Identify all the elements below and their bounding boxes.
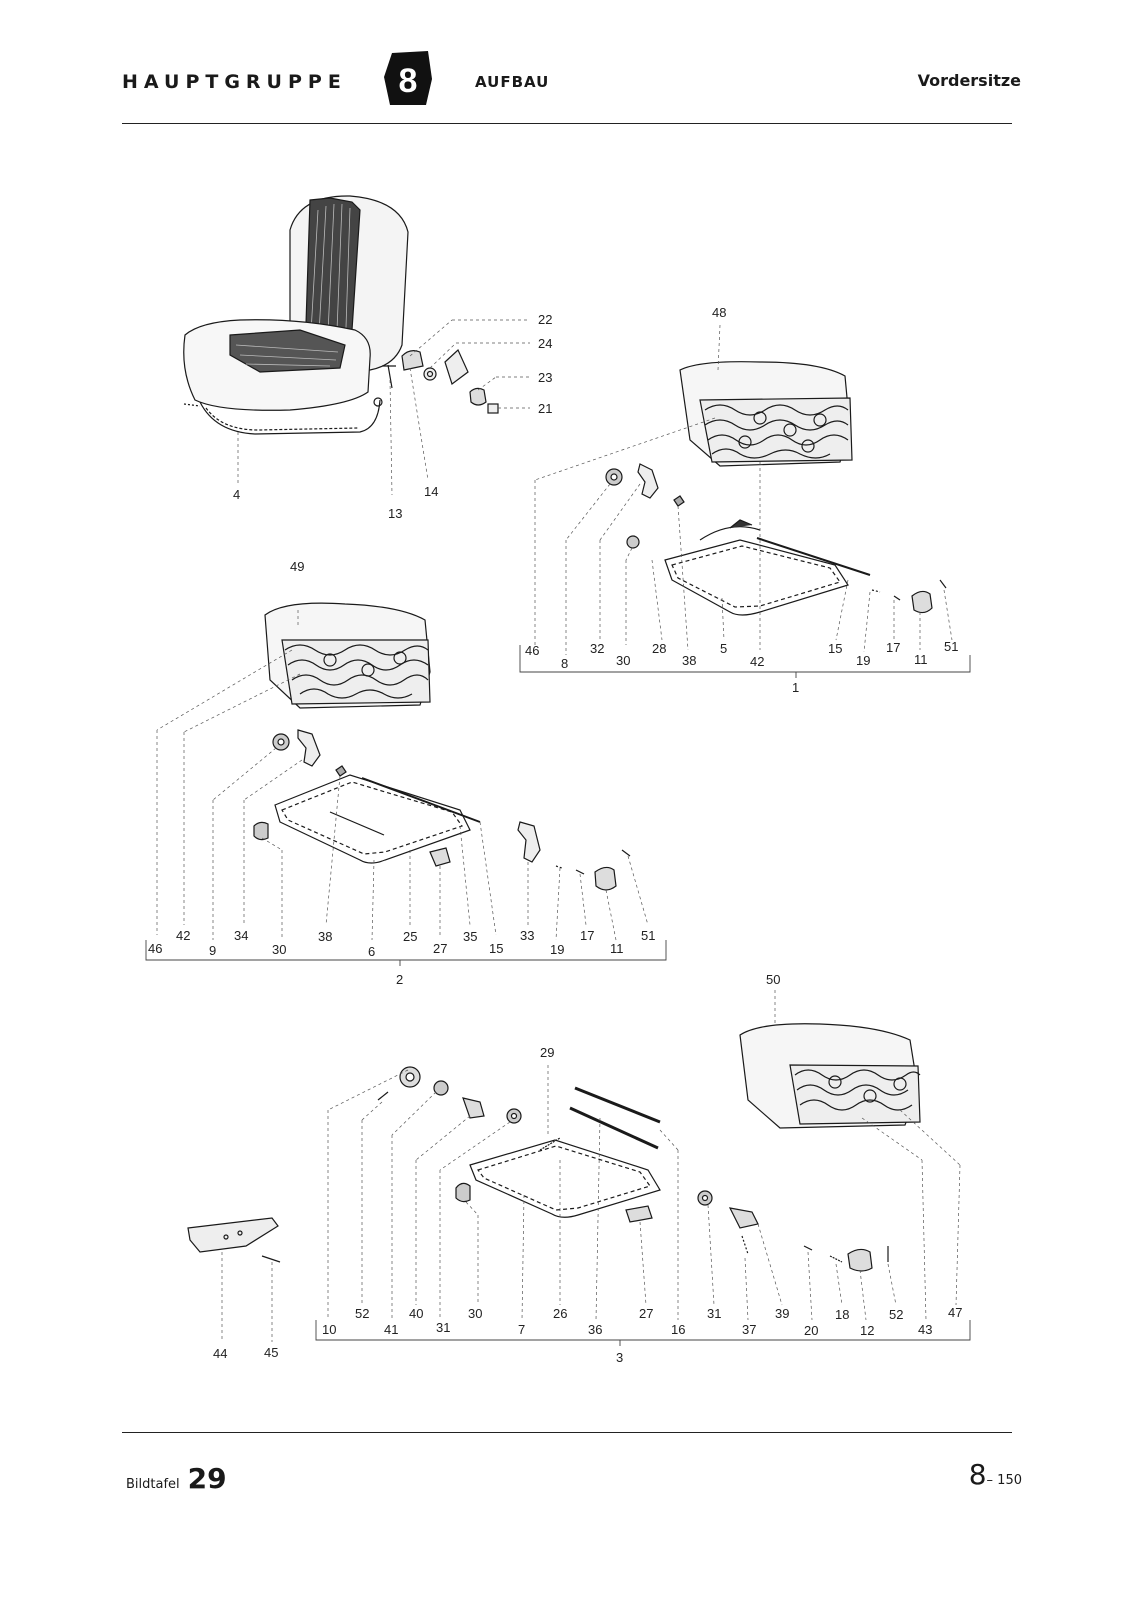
- page-number: 8– 150: [969, 1458, 1022, 1491]
- callout-51: 51: [944, 639, 958, 654]
- callout-23: 23: [538, 370, 552, 385]
- callout-15: 15: [828, 641, 842, 656]
- assembly-3-parts: [377, 1066, 889, 1272]
- header-group: HAUPTGRUPPE: [122, 71, 347, 93]
- callout-2: 2: [396, 972, 403, 987]
- callout-8: 8: [561, 656, 568, 671]
- callout-20: 20: [804, 1323, 818, 1338]
- callout-43: 43: [918, 1322, 932, 1337]
- callout-28: 28: [652, 641, 666, 656]
- callouts-assembly-1: 48 46 8 32 30 28 38 5 42 15 19 17 11 51 …: [525, 305, 958, 695]
- callout-7: 7: [518, 1322, 525, 1337]
- callout-45: 45: [264, 1345, 278, 1360]
- callout-33: 33: [520, 928, 534, 943]
- callout-21: 21: [538, 401, 552, 416]
- assembly-1-parts: [605, 463, 947, 614]
- callout-39: 39: [775, 1306, 789, 1321]
- seat-cushion-49: [264, 602, 431, 709]
- callout-42: 42: [750, 654, 764, 669]
- callout-49: 49: [290, 559, 304, 574]
- callout-24: 24: [538, 336, 552, 351]
- callout-44: 44: [213, 1346, 227, 1361]
- seat-frame-7: [469, 1086, 661, 1218]
- callout-1: 1: [792, 680, 799, 695]
- callout-16: 16: [671, 1322, 685, 1337]
- callout-25: 25: [403, 929, 417, 944]
- plate-number: 29: [187, 1462, 227, 1495]
- callouts-seat: 22 24 23 21 4 13 14: [233, 312, 552, 521]
- callout-19: 19: [550, 942, 564, 957]
- assembly-2-parts: [253, 729, 631, 891]
- group-number: 8: [399, 62, 418, 100]
- callouts-bracket: 44 45: [213, 1345, 278, 1361]
- callout-26: 26: [553, 1306, 567, 1321]
- callout-31: 31: [436, 1320, 450, 1335]
- group-number-badge: 8: [384, 51, 432, 105]
- seat-cushion-50: [739, 1023, 921, 1129]
- callout-32: 32: [590, 641, 604, 656]
- callout-52b: 52: [889, 1307, 903, 1322]
- callout-40: 40: [409, 1306, 423, 1321]
- callout-19: 19: [856, 653, 870, 668]
- callout-30: 30: [272, 942, 286, 957]
- callout-9: 9: [209, 943, 216, 958]
- callout-10: 10: [322, 1322, 336, 1337]
- callout-17: 17: [886, 640, 900, 655]
- callout-11: 11: [914, 652, 928, 667]
- callout-4: 4: [233, 487, 240, 502]
- plate-label: Bildtafel: [126, 1477, 180, 1492]
- callout-6: 6: [368, 944, 375, 959]
- callout-47: 47: [948, 1305, 962, 1320]
- plate-reference: Bildtafel 29: [126, 1462, 227, 1495]
- callouts-assembly-3: 50 29 10 52 41 40 31 30 7 26 36 27 16 31…: [322, 972, 962, 1365]
- header-section: AUFBAU: [475, 73, 550, 91]
- callout-29: 29: [540, 1045, 554, 1060]
- callout-27: 27: [639, 1306, 653, 1321]
- page-sub: – 150: [986, 1473, 1022, 1488]
- callout-11: 11: [610, 941, 624, 956]
- callout-27: 27: [433, 941, 447, 956]
- header-rule: [122, 123, 1012, 124]
- callout-52: 52: [355, 1306, 369, 1321]
- seat-hardware: [401, 348, 499, 414]
- callout-51: 51: [641, 928, 655, 943]
- callouts-assembly-2: 49 46 42 9 34 30 38 6 25 27 35 15 33 19 …: [148, 559, 655, 987]
- callout-22: 22: [538, 312, 552, 327]
- callout-50: 50: [766, 972, 780, 987]
- callout-41: 41: [384, 1322, 398, 1337]
- callout-18: 18: [835, 1307, 849, 1322]
- callout-15: 15: [489, 941, 503, 956]
- callout-31b: 31: [707, 1306, 721, 1321]
- seat-cushion-48: [679, 361, 853, 467]
- callout-35: 35: [463, 929, 477, 944]
- callout-5: 5: [720, 641, 727, 656]
- seat-frame-5: [664, 519, 871, 616]
- callout-36: 36: [588, 1322, 602, 1337]
- seat-frame-6: [274, 774, 481, 864]
- callout-37: 37: [742, 1322, 756, 1337]
- callout-17: 17: [580, 928, 594, 943]
- callout-46: 46: [148, 941, 162, 956]
- page-title: Vordersitze: [917, 71, 1021, 90]
- callout-30: 30: [616, 653, 630, 668]
- page-main: 8: [968, 1458, 987, 1491]
- footer-rule: [122, 1432, 1012, 1433]
- callout-46: 46: [525, 643, 539, 658]
- front-seat-illustration: [183, 195, 409, 435]
- callout-42: 42: [176, 928, 190, 943]
- callout-13: 13: [388, 506, 402, 521]
- callout-48: 48: [712, 305, 726, 320]
- callout-34: 34: [234, 928, 248, 943]
- callout-38: 38: [682, 653, 696, 668]
- callout-12: 12: [860, 1323, 874, 1338]
- side-bracket-44: [187, 1217, 281, 1263]
- callout-14: 14: [424, 484, 438, 499]
- callout-30: 30: [468, 1306, 482, 1321]
- callout-38: 38: [318, 929, 332, 944]
- callout-3: 3: [616, 1350, 623, 1365]
